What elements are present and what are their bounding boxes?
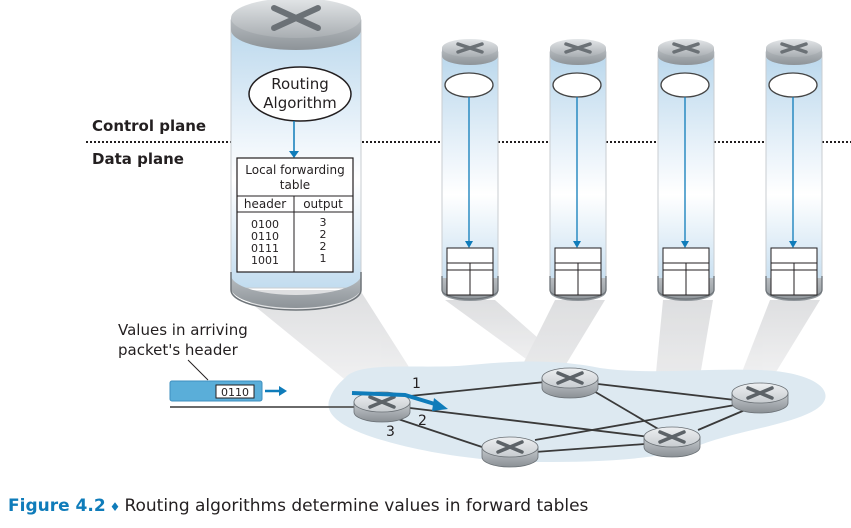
table-row: 1001 1 <box>251 252 327 267</box>
router-cylinder-3 <box>549 39 607 301</box>
link-4 <box>597 383 736 401</box>
forwarding-arrowhead-icon <box>432 398 448 411</box>
router-cylinder-5 <box>765 39 823 301</box>
annotation-leader-line <box>187 359 209 381</box>
port-label-1: 1 <box>412 376 421 392</box>
link-5 <box>591 389 661 431</box>
beam-router-5 <box>735 300 820 390</box>
router-x-icon <box>368 395 396 409</box>
link-3 <box>394 417 486 449</box>
packet-header-box <box>215 384 255 399</box>
link-7 <box>534 443 646 453</box>
router-x-icon <box>658 430 686 444</box>
link-6 <box>534 404 736 441</box>
row-output: 2 <box>320 240 327 253</box>
arrowhead-icon <box>465 241 473 248</box>
link-8 <box>697 409 746 431</box>
arrowhead-icon <box>573 241 581 248</box>
figure-number: Figure 4.2 <box>8 496 106 516</box>
routing-algorithm-node <box>552 72 602 98</box>
network-router-1 <box>353 391 411 423</box>
network-router-5 <box>643 426 701 458</box>
network-routers <box>353 367 789 468</box>
network-router-2 <box>541 367 599 399</box>
column-header-output: output <box>303 197 343 211</box>
arrowhead-icon <box>289 151 299 158</box>
row-header: 0111 <box>251 242 279 255</box>
other-routers <box>441 39 823 301</box>
arrowhead-icon <box>789 241 797 248</box>
packet: 0110 <box>169 380 287 402</box>
cylinder-base-edge <box>657 276 715 300</box>
packet-annotation-2: packet's header <box>118 341 239 359</box>
router-x-icon <box>780 42 808 54</box>
router-x-icon <box>746 386 774 400</box>
row-output: 1 <box>320 252 327 265</box>
router-x-icon <box>672 42 700 54</box>
row-header: 0110 <box>251 230 279 243</box>
cylinder-base-edge <box>765 276 823 300</box>
packet-annotation-1: Values in arriving <box>118 321 248 339</box>
routing-algorithm-node <box>660 72 710 98</box>
packet-header-value: 0110 <box>221 386 249 399</box>
local-forwarding-table: Local forwarding table header output 010… <box>236 157 354 273</box>
figure-caption: Figure 4.2♦Routing algorithms determine … <box>8 496 588 516</box>
router-x-icon <box>556 371 584 385</box>
router-x-icon <box>564 42 592 54</box>
port-label-2: 2 <box>418 413 427 429</box>
link-2 <box>409 407 651 438</box>
router-x-icon <box>456 42 484 54</box>
cylinder-base-edge <box>549 276 607 300</box>
row-output: 3 <box>320 216 327 229</box>
column-header-header: header <box>244 197 286 211</box>
caption-text: Routing algorithms determine values in f… <box>124 496 589 516</box>
router-x-icon <box>496 440 524 454</box>
router-cylinder-4 <box>657 39 715 301</box>
routing-algorithm-label-1: Routing <box>271 75 329 93</box>
routing-algorithm-node <box>768 72 818 98</box>
arrowhead-icon <box>681 241 689 248</box>
table-row: 0110 2 <box>251 228 327 243</box>
routing-algorithm-node <box>444 72 494 98</box>
routing-algorithm-label-2: Algorithm <box>263 94 336 112</box>
table-title-2: table <box>280 178 310 192</box>
cylinder-base-edge <box>441 276 499 300</box>
router-cylinder-2 <box>441 39 499 301</box>
packet-arrowhead-icon <box>279 386 287 396</box>
forwarding-path-arrow <box>351 391 439 407</box>
data-plane-label: Data plane <box>92 150 184 168</box>
network-router-3 <box>731 382 789 414</box>
table-title-1: Local forwarding <box>245 163 344 177</box>
routing-algorithm-node <box>248 66 352 122</box>
row-header: 0100 <box>251 218 279 231</box>
control-plane-label: Control plane <box>92 117 206 135</box>
network-router-4 <box>481 436 539 468</box>
diamond-icon: ♦ <box>109 500 121 514</box>
row-output: 2 <box>320 228 327 241</box>
table-row: 0100 3 <box>251 216 327 231</box>
port-label-3: 3 <box>386 424 395 440</box>
link-1 <box>409 381 546 397</box>
network-links <box>170 381 746 453</box>
router-x-icon <box>271 5 321 31</box>
row-header: 1001 <box>251 254 279 267</box>
table-row: 0111 2 <box>251 240 327 255</box>
